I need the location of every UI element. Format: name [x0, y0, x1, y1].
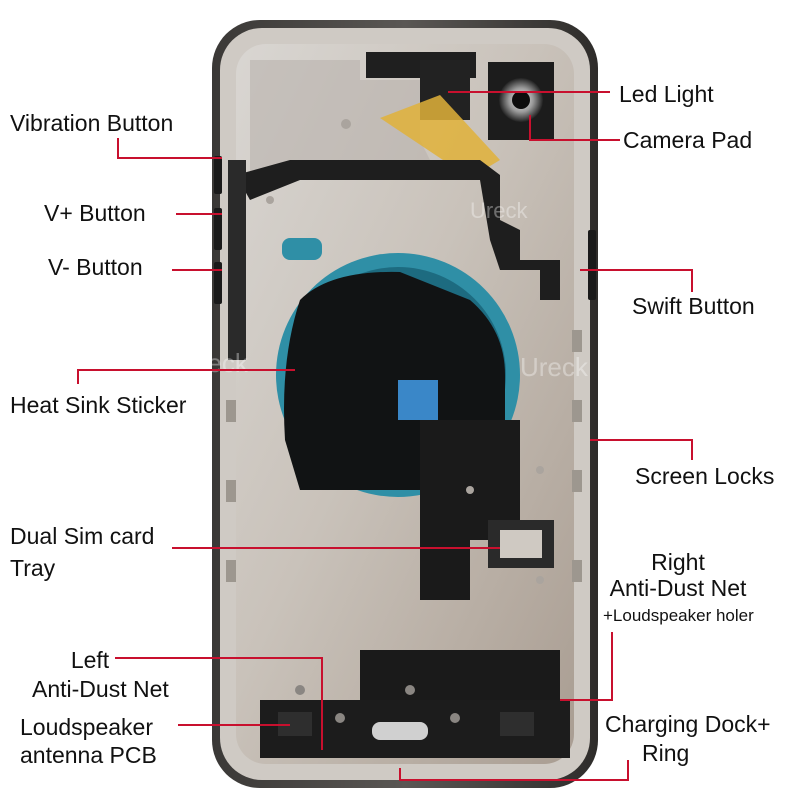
leader-charging-dock: [399, 760, 629, 781]
leader-heat-sink-sticker: [77, 369, 295, 384]
label-led-light: Led Light: [619, 81, 714, 107]
label-heat-sink-sticker: Heat Sink Sticker: [10, 392, 187, 418]
watermark-2: Ureck: [180, 348, 249, 378]
volume-down-part: [214, 262, 222, 304]
label-camera-pad: Camera Pad: [623, 127, 753, 153]
leader-right-anti-dust-net: [560, 632, 613, 701]
volume-flex-left: [228, 160, 246, 360]
leader-left-anti-dust-net: [115, 657, 323, 750]
label-right-net-line3: +Loudspeaker holer: [603, 606, 754, 625]
label-right-net-line1: Right: [651, 549, 705, 575]
label-vibration-button: Vibration Button: [10, 110, 174, 136]
label-dual-sim-line2: Tray: [10, 555, 56, 581]
label-v-minus-button: V- Button: [48, 254, 143, 280]
label-loudspeaker-line1: Loudspeaker: [20, 714, 153, 740]
leader-screen-locks: [590, 439, 693, 460]
watermark-1: Ureck: [470, 198, 528, 223]
label-left-net-line2: Anti-Dust Net: [32, 676, 169, 702]
dock-screws: [295, 685, 460, 723]
lightning-port: [372, 722, 428, 740]
label-dual-sim-line1: Dual Sim card: [10, 523, 155, 549]
watermark-3: Ureck: [520, 352, 589, 382]
screen-lock-clips: [226, 330, 582, 582]
lower-flex-cable: [420, 420, 520, 600]
volume-up-part: [214, 208, 222, 250]
volume-flex-cable: [236, 160, 560, 300]
label-charging-line2: Ring: [642, 740, 690, 766]
leader-camera-pad: [529, 115, 620, 141]
plate-screws: [266, 119, 544, 584]
label-left-net-line1: Left: [70, 647, 110, 673]
vibration-switch-part: [214, 156, 222, 194]
leader-swift-button: [580, 269, 693, 292]
kapton-tape: [380, 95, 500, 178]
label-loudspeaker-line2: antenna PCB: [20, 742, 157, 768]
label-swift-button: Swift Button: [632, 293, 755, 319]
top-flex-cable: [250, 60, 430, 200]
right-speaker-grille: [500, 712, 534, 736]
label-charging-line1: Charging Dock+: [605, 711, 771, 737]
heat-sink-blue-tab: [398, 380, 438, 420]
camera-lens-inner: [512, 91, 530, 109]
side-button-part: [588, 230, 596, 300]
leader-vibration-button: [117, 138, 222, 159]
coil-tab: [282, 238, 322, 260]
label-v-plus-button: V+ Button: [44, 200, 146, 226]
label-screen-locks: Screen Locks: [635, 463, 775, 489]
sim-tray-hole: [500, 530, 542, 558]
label-right-net-line2: Anti-Dust Net: [609, 575, 747, 601]
